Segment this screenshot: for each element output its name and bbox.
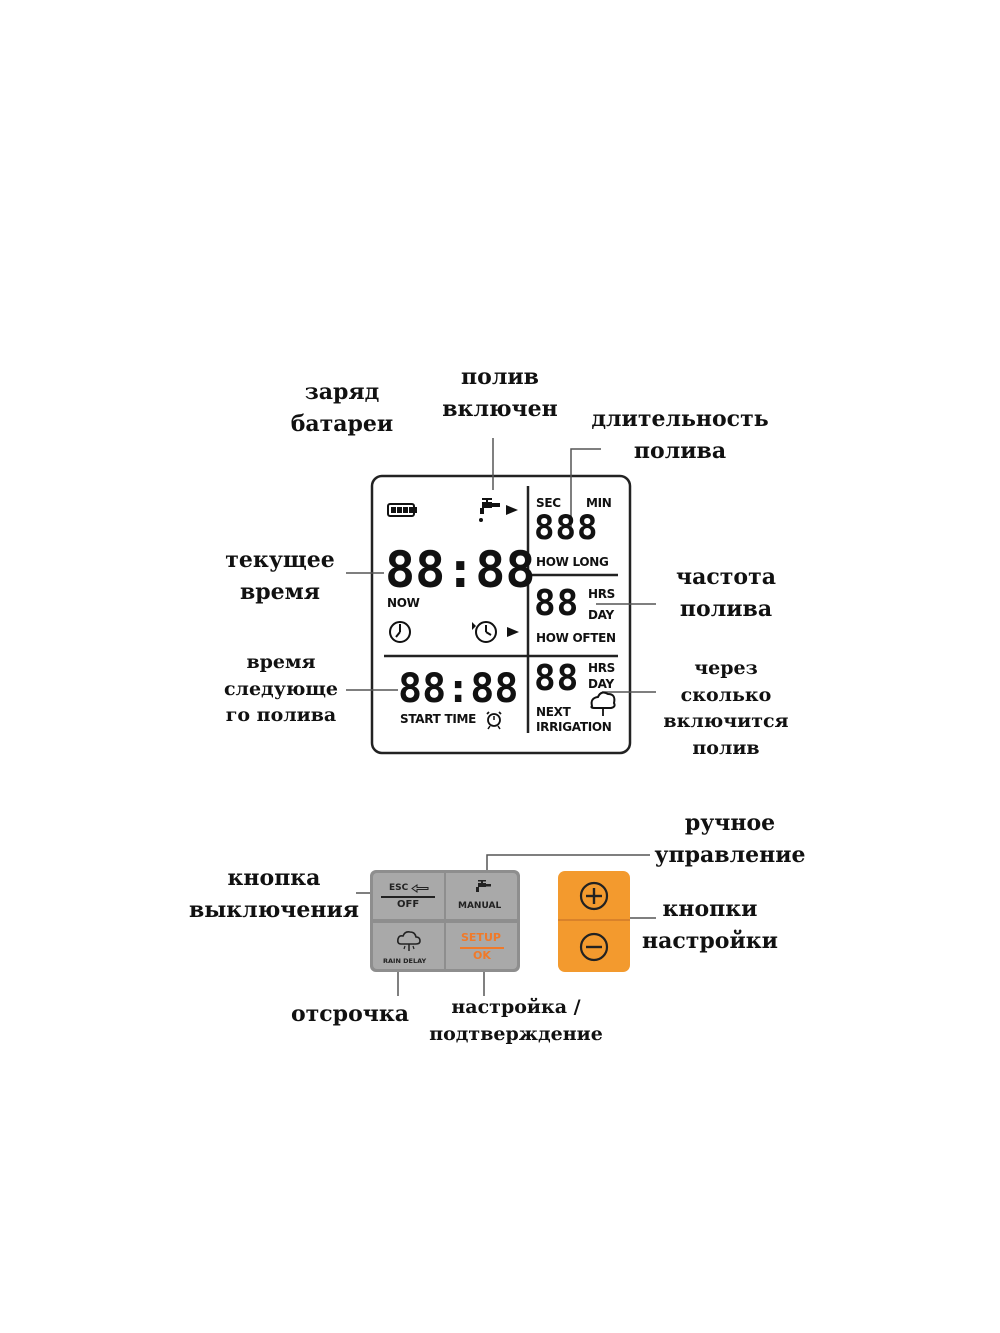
lcd-next-hrs-label: HRS bbox=[588, 661, 616, 675]
plus-icon bbox=[579, 881, 609, 911]
label-delay: отсрочка bbox=[290, 1001, 409, 1027]
rain-delay-label: RAIN DELAY bbox=[383, 957, 427, 965]
cloud-rain-icon-button bbox=[397, 931, 421, 951]
cloud-rain-icon bbox=[590, 691, 616, 716]
leader-manual bbox=[486, 854, 650, 870]
lcd-duration-digits: 888 bbox=[534, 508, 599, 548]
lcd-start-time-label: START TIME bbox=[400, 712, 477, 726]
lcd-irrigation-label: IRRIGATION bbox=[536, 720, 612, 734]
minus-button[interactable] bbox=[558, 922, 630, 972]
lcd-hrs-label: HRS bbox=[588, 587, 616, 601]
esc-off-button[interactable]: ESC OFF bbox=[373, 873, 444, 919]
minus-icon bbox=[579, 932, 609, 962]
off-label: OFF bbox=[397, 899, 420, 910]
setup-ok-button[interactable]: SETUP OK bbox=[446, 923, 517, 969]
lcd-how-long: HOW LONG bbox=[536, 555, 609, 569]
esc-label: ESC bbox=[389, 883, 409, 893]
lcd-min-label: MIN bbox=[586, 496, 612, 510]
ok-label: OK bbox=[473, 949, 491, 962]
manual-button[interactable]: MANUAL bbox=[446, 873, 517, 919]
setup-label: SETUP bbox=[461, 931, 501, 944]
arrow-left-icon bbox=[411, 884, 429, 893]
manual-label: MANUAL bbox=[458, 901, 502, 911]
label-setup-confirm: настройка /подтверждение bbox=[429, 996, 603, 1045]
battery-icon bbox=[387, 503, 417, 517]
lcd-day-label: DAY bbox=[588, 608, 614, 622]
rain-delay-button[interactable]: RAIN DELAY bbox=[373, 923, 444, 969]
lcd-start-digits: 88:88 bbox=[398, 666, 519, 712]
adjust-panel bbox=[558, 871, 630, 972]
tap-icon bbox=[479, 498, 518, 522]
plus-button[interactable] bbox=[558, 871, 630, 919]
lcd-next-label: NEXT bbox=[536, 705, 571, 719]
alarm-icon bbox=[486, 711, 502, 730]
cycle-icon bbox=[472, 621, 519, 643]
clock-icon bbox=[389, 621, 411, 643]
lcd-now-label: NOW bbox=[387, 596, 420, 610]
control-panel: ESC OFF MANUAL RAIN DELAY SETUP OK bbox=[370, 870, 520, 972]
lcd-next-digits: 88 bbox=[534, 658, 580, 699]
lcd-next-day-label: DAY bbox=[588, 677, 614, 691]
lcd-frequency-digits: 88 bbox=[534, 583, 580, 624]
tap-icon-button bbox=[476, 880, 491, 892]
leader-duration bbox=[570, 448, 601, 527]
lcd-how-often: HOW OFTEN bbox=[536, 631, 616, 645]
lcd-frame bbox=[370, 474, 632, 755]
lcd-clock-digits: 88:88 bbox=[385, 541, 536, 599]
lcd-sec-label: SEC bbox=[536, 496, 561, 510]
